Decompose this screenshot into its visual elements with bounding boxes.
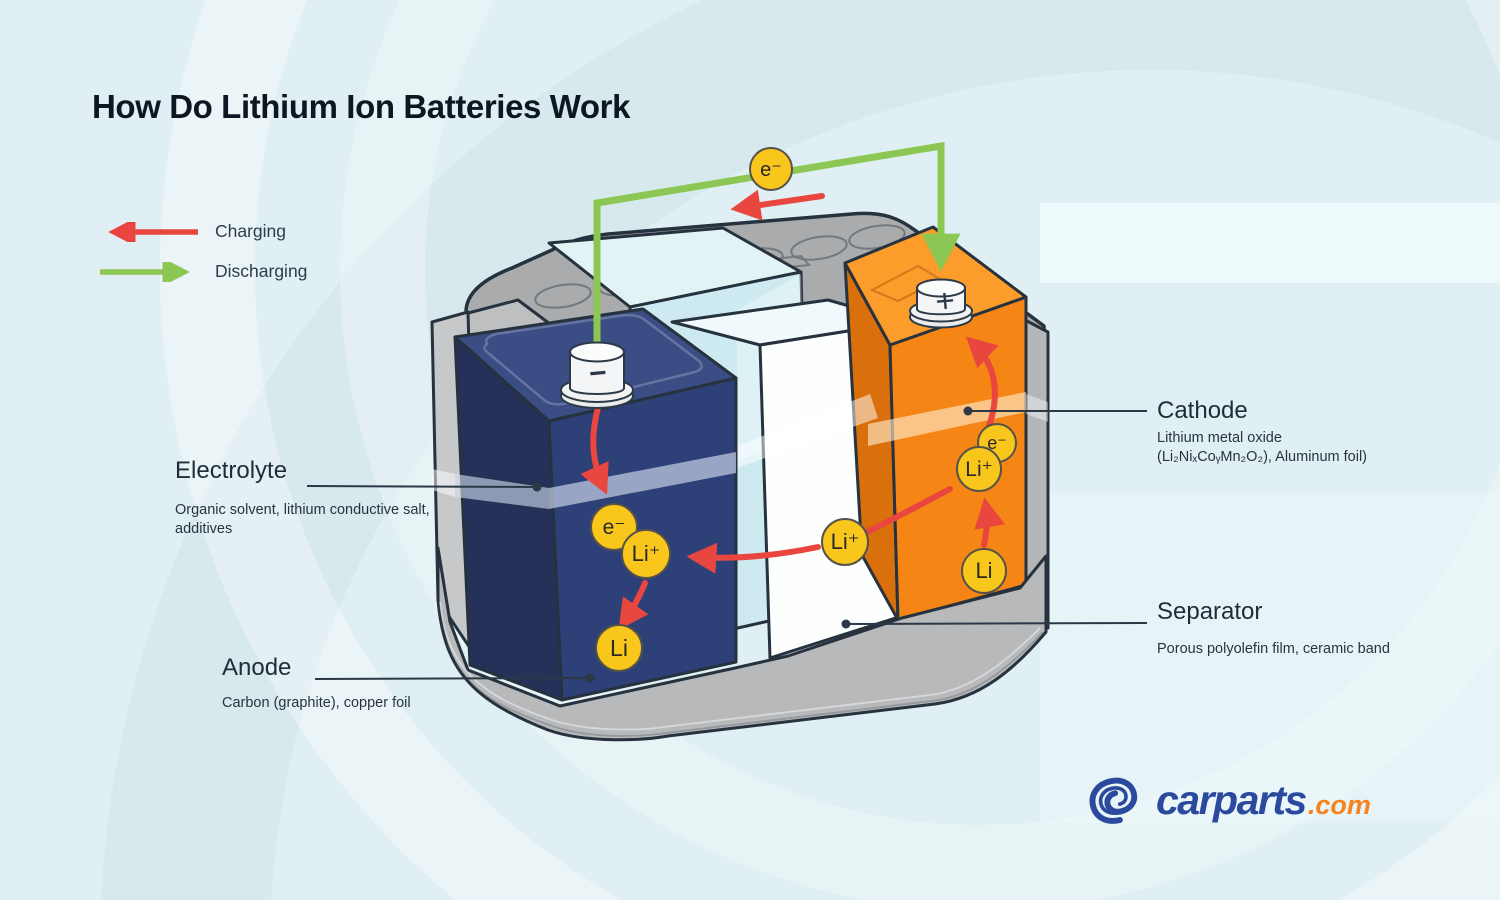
cathode-description: Lithium metal oxide (Li₂NiₓCoᵧMn₂O₂), Al… xyxy=(1157,429,1367,466)
lithium-particle-cathode: Li xyxy=(961,548,1007,594)
logo-brand-text: carparts xyxy=(1156,776,1307,823)
positive-terminal-sign: + xyxy=(933,281,957,320)
electrolyte-description: Organic solvent, lithium conductive salt… xyxy=(175,502,430,537)
background-band-top-right xyxy=(1040,203,1500,283)
case-tray xyxy=(436,546,1048,742)
negative-terminal-sign: − xyxy=(587,356,609,391)
cathode-description-line1: Lithium metal oxide xyxy=(1157,430,1282,446)
charging-arrow-icon xyxy=(108,221,198,242)
cathode-description-line2: (Li₂NiₓCoᵧMn₂O₂), Aluminum foil) xyxy=(1157,448,1368,465)
callout-leader-lines xyxy=(306,406,1148,683)
carparts-logo-icon xyxy=(1089,777,1138,824)
cathode-label: Cathode xyxy=(1157,397,1248,424)
electrolyte-plane xyxy=(737,392,1048,468)
lithium-ion-particle-separator: Li⁺ xyxy=(821,518,869,566)
negative-terminal xyxy=(560,341,634,409)
legend-charging: Charging xyxy=(97,221,286,242)
electrolyte-level-stripe xyxy=(432,452,736,509)
carparts-logo-text: carparts .com xyxy=(1156,777,1371,824)
legend-charging-label: Charging xyxy=(215,221,287,241)
positive-terminal xyxy=(909,278,973,329)
anode-label: Anode xyxy=(222,654,292,681)
separator-label: Separator xyxy=(1157,598,1263,625)
carparts-logo: carparts .com xyxy=(1085,771,1371,829)
electron-particle-wire: e⁻ xyxy=(749,147,793,191)
electrolyte-label: Electrolyte xyxy=(175,457,288,484)
lithium-ion-particle-cathode: Li⁺ xyxy=(956,446,1002,492)
lithium-particle-anode: Li xyxy=(595,624,643,672)
anode-top-inset xyxy=(483,313,703,406)
charging-direction-arrow xyxy=(730,189,825,221)
lithium-ion-particle-anode: Li⁺ xyxy=(621,529,671,579)
anode-description: Carbon (graphite), copper foil xyxy=(222,695,411,711)
legend-discharging: Discharging xyxy=(97,261,307,282)
discharging-arrow-icon xyxy=(100,261,190,282)
separator-description: Porous polyolefin film, ceramic band xyxy=(1157,641,1390,657)
page-title: How Do Lithium Ion Batteries Work xyxy=(92,88,631,125)
logo-suffix-text: .com xyxy=(1307,789,1371,820)
background-band-right xyxy=(1040,493,1500,823)
legend-discharging-label: Discharging xyxy=(215,261,308,281)
